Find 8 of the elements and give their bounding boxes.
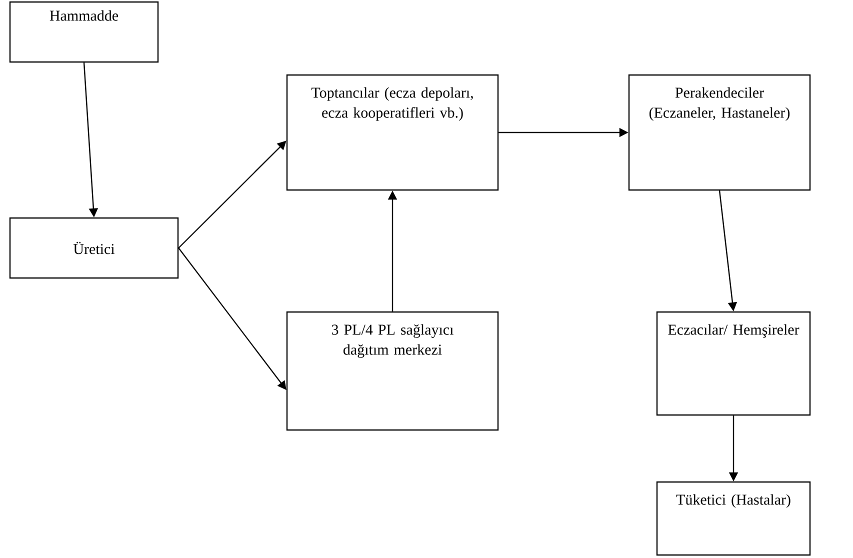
process-box: Tüketici (Hastalar) <box>656 481 811 556</box>
process-box: Toptancılar (ecza depoları, ecza kooperatifleri vb.) <box>286 74 499 191</box>
process-box: Üretici <box>9 217 179 279</box>
arrow <box>178 140 286 248</box>
process-box: Perakendeciler (Eczaneler, Hastaneler) <box>628 74 811 191</box>
process-box: 3 PL/4 PL sağlayıcı dağıtım merkezi <box>286 311 499 431</box>
process-box: Hammadde <box>9 1 159 63</box>
process-box: Eczacılar/ Hemşireler <box>656 311 811 416</box>
